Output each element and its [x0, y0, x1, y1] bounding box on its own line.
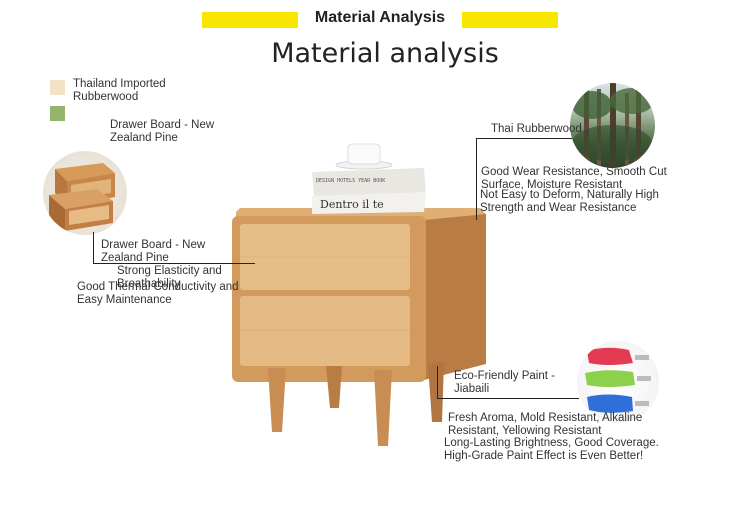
rubber-connector-vertical [476, 138, 477, 220]
cabinet-side [424, 214, 486, 380]
legend-swatch-pine [50, 106, 65, 121]
callout-paint-desc-1: Fresh Aroma, Mold Resistant, Alkaline Re… [448, 412, 643, 437]
legend-label-rubberwood: Thailand Imported Rubberwood [73, 78, 166, 103]
forest-illustration [572, 83, 654, 168]
callout-paint-label: Eco-Friendly Paint - Jiabaili [454, 370, 555, 395]
cabinet-leg-back-left [326, 366, 342, 408]
drawer-inset-image [43, 151, 127, 235]
cabinet-leg-back-right [428, 362, 444, 422]
callout-rubberwood-desc-1: Good Wear Resistance, Smooth Cut Surface… [481, 166, 667, 191]
paint-swatches-inset [577, 341, 659, 423]
bottom-drawer [240, 296, 410, 366]
callout-rubberwood-desc-2: Not Easy to Deform, Naturally High Stren… [480, 189, 659, 214]
callout-paint-desc-2: Long-Lasting Brightness, Good Coverage. … [444, 437, 659, 462]
bedside-cabinet-illustration: DESIGN HOTELS YEAR BOOK Dentro il te [232, 143, 486, 446]
rubber-connector-horizontal [476, 138, 572, 139]
header-bar-right [462, 12, 558, 28]
paint-swatches-illustration [585, 347, 651, 413]
page-title: Material analysis [271, 38, 499, 69]
book-bottom [312, 192, 426, 214]
book-bottom-title: Dentro il te [320, 198, 384, 211]
teacup [347, 143, 381, 165]
drawer-connector-vertical [93, 232, 94, 264]
callout-rubberwood-label: Thai Rubberwood [491, 123, 582, 135]
drawer-connector-horizontal [93, 263, 255, 264]
paint-connector-vertical [437, 366, 438, 399]
book-top [312, 168, 426, 196]
cabinet-leg-front-left [268, 368, 286, 432]
callout-drawer-desc-2: Good Thermal Conductivity and Easy Maint… [77, 281, 239, 306]
book-top-title: DESIGN HOTELS YEAR BOOK [316, 178, 385, 184]
header-label: Material Analysis [314, 9, 446, 26]
legend-label-pine: Drawer Board - New Zealand Pine [110, 119, 215, 144]
legend-swatch-rubberwood [50, 80, 65, 95]
header-bar-left [202, 12, 298, 28]
callout-drawer-label: Drawer Board - New Zealand Pine [101, 239, 206, 264]
paint-connector-horizontal [437, 398, 579, 399]
callout-drawer-desc-1: Strong Elasticity and Breathability [117, 265, 222, 290]
drawer-illustration [49, 163, 115, 231]
forest-inset-image [570, 83, 655, 168]
cabinet-leg-front-right [374, 370, 392, 446]
